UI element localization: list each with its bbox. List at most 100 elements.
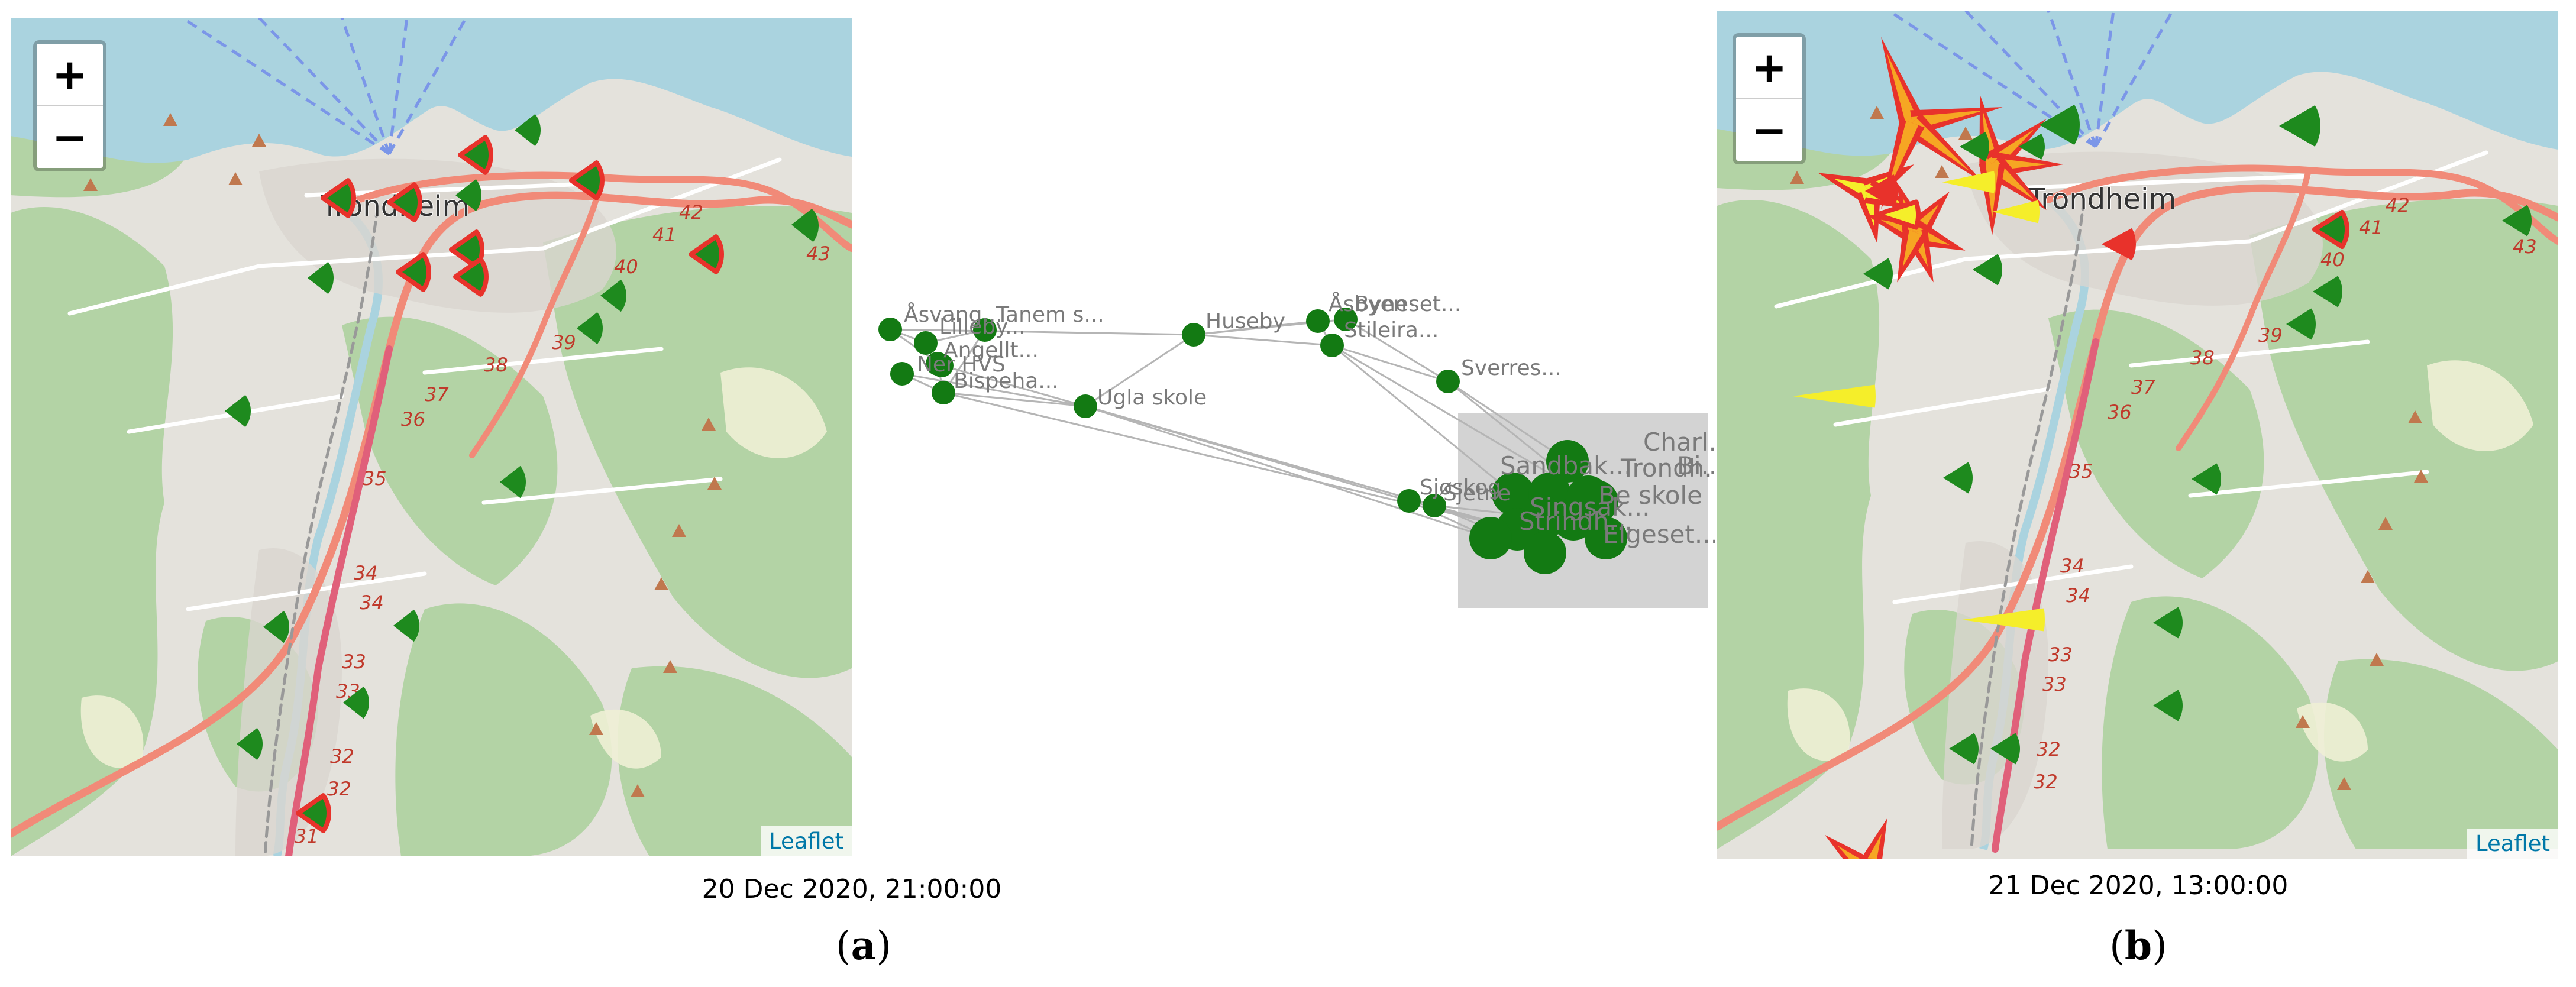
zoom-control-a: + − <box>33 40 106 171</box>
sensor-marker <box>1943 462 1973 494</box>
roads <box>1717 150 2558 853</box>
sensor-star-marker <box>1825 818 1887 859</box>
sensor-marker-alert <box>458 135 493 175</box>
zoom-in-button[interactable]: + <box>37 44 103 105</box>
clearing-area <box>2427 360 2533 451</box>
minor-road <box>257 246 545 268</box>
zoom-out-button[interactable]: − <box>37 105 103 168</box>
road-number-label: 32 <box>330 745 354 768</box>
graph-node <box>1334 308 1358 331</box>
minor-road <box>186 571 427 611</box>
graph-node-label: Sjetne <box>1443 481 1511 506</box>
sensor-star-marker <box>1880 37 2003 209</box>
road-number-label: 33 <box>2042 673 2067 695</box>
sensor-marker-yellow <box>1793 384 1876 408</box>
railway <box>263 205 379 856</box>
minor-road <box>2129 339 2370 368</box>
zoom-out-button[interactable]: − <box>1736 98 1802 161</box>
peak-marker <box>2408 410 2422 423</box>
peak-marker <box>1790 171 1804 184</box>
graph-nodes <box>878 308 1627 574</box>
star-ray-outer <box>1825 834 1872 859</box>
sensor-marker <box>237 727 263 761</box>
graph-edge <box>1085 334 1194 407</box>
graph-node-label: Tanem s... <box>996 303 1104 327</box>
sensor-marker <box>515 114 541 147</box>
graph-node <box>1397 489 1421 513</box>
highway-e6 <box>11 191 852 838</box>
road-number-label: 32 <box>2037 738 2061 761</box>
peak-marker <box>707 477 722 490</box>
graph-node-label: Trondh... <box>1620 454 1715 483</box>
graph-node <box>1320 334 1344 357</box>
sensor-marker <box>2313 276 2342 308</box>
sensor-marker <box>263 610 290 643</box>
sensor-marker-alert <box>2312 209 2349 250</box>
timestamp-a: 20 Dec 2020, 21:00:00 <box>702 874 1002 904</box>
sensor-marker <box>2502 205 2532 237</box>
city-label-trondheim: Trondheim <box>2027 183 2176 216</box>
ferry-route <box>258 18 390 155</box>
graph-node-label: Lilleby... <box>939 315 1026 339</box>
graph-node-label: Ner HVS <box>917 352 1006 377</box>
graph-node-label: Åsvang... <box>904 302 1003 327</box>
sensor-marker <box>1949 733 1979 765</box>
star-ray-inner <box>1886 52 1919 125</box>
road-number-label: 32 <box>327 778 351 800</box>
forest-area <box>395 603 612 856</box>
graph-edge <box>1447 380 1568 462</box>
graph-edge <box>1193 334 1333 347</box>
ferry-route <box>387 18 409 154</box>
graph-node-label: Sjøskog <box>1420 475 1501 500</box>
graph-node <box>890 362 914 386</box>
forest-area <box>543 206 852 678</box>
sensor-marker <box>500 465 526 499</box>
forest-area <box>2102 596 2319 849</box>
graph-node-label: Angellt... <box>943 338 1039 363</box>
peak-marker <box>654 577 668 590</box>
sensor-marker <box>2040 105 2080 145</box>
road-number-label: 34 <box>354 562 378 584</box>
caption-letter-a: a <box>851 923 877 969</box>
graph-node-large <box>1585 517 1627 559</box>
sensor-marker-alert <box>689 234 724 274</box>
graph-node-large <box>1524 532 1566 574</box>
star-ray-outer <box>1861 818 1887 859</box>
clearing-area <box>720 367 827 458</box>
star-ray-inner <box>1837 845 1860 859</box>
road-number-label: 41 <box>652 224 677 246</box>
sensor-marker <box>577 312 603 345</box>
sensor-marker <box>2286 308 2316 340</box>
graph-panel: Åsvang...Tanem s...Lilleby...Angellt...N… <box>864 260 1733 627</box>
ferry-route <box>181 18 390 156</box>
road-number-label: 37 <box>2131 376 2155 399</box>
map-a[interactable]: 42414043393837363534343333323231Trondhei… <box>11 18 852 856</box>
graph-edge <box>941 364 1086 407</box>
graph-node-label: Bi... <box>1677 451 1715 480</box>
minor-road <box>2011 174 2311 190</box>
peak-marker <box>1935 165 1949 178</box>
graph-node-large <box>1546 440 1589 483</box>
highway-link <box>469 174 605 458</box>
sensor-marker <box>343 686 370 719</box>
road-number-label: 34 <box>2066 584 2090 607</box>
leaflet-attribution-link[interactable]: Leaflet <box>2467 829 2558 859</box>
graph-edge <box>1345 318 1449 383</box>
forest-area <box>1717 200 1880 849</box>
graph-edge <box>1085 405 1491 539</box>
leaflet-attribution-link[interactable]: Leaflet <box>761 826 852 856</box>
graph-edge <box>943 391 1518 530</box>
minor-road <box>481 477 723 505</box>
ferry-route <box>2094 11 2115 147</box>
peak-marker <box>2378 517 2393 530</box>
sensor-marker <box>1863 258 1893 290</box>
peak-marker <box>163 113 177 126</box>
zoom-in-button[interactable]: + <box>1736 37 1802 98</box>
sensor-marker-alert <box>569 160 605 200</box>
timestamp-b: 21 Dec 2020, 13:00:00 <box>1988 870 2289 901</box>
graph-node-label: Sverres... <box>1461 356 1562 380</box>
road-number-label: 34 <box>360 591 384 614</box>
